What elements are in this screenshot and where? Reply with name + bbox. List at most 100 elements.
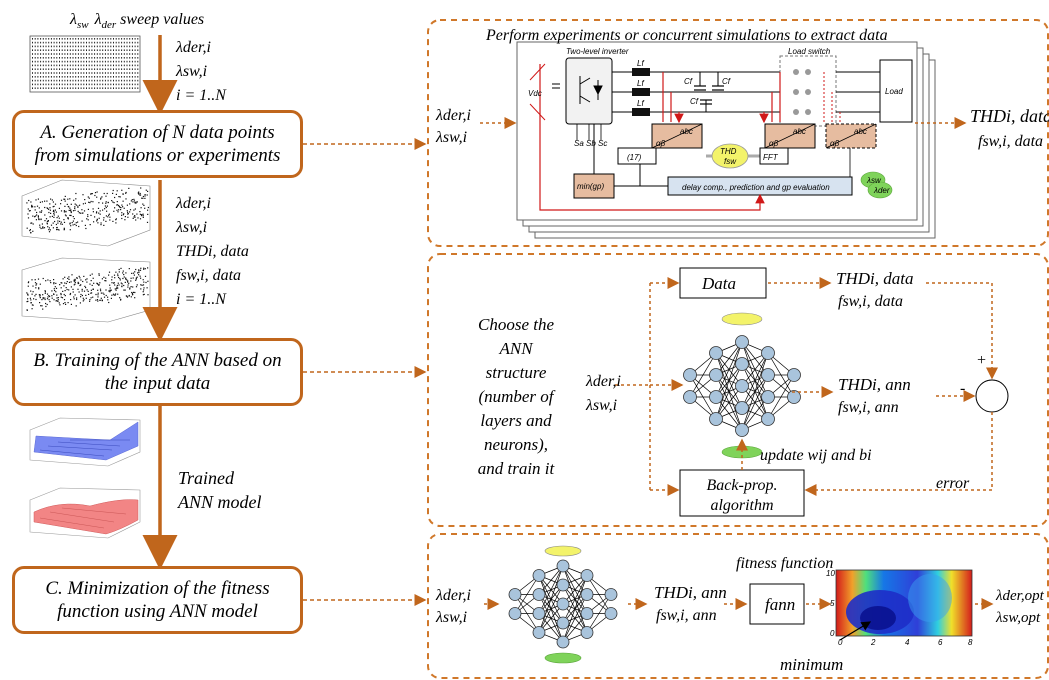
vars2-thd: THDi, data [176, 243, 249, 260]
neuron [735, 335, 749, 349]
neuron [787, 390, 801, 404]
hm-tick-y2: 0 [830, 629, 835, 638]
abc-label-3: abc [854, 127, 867, 136]
hm-tick-y1: 5 [830, 599, 835, 608]
ann-network-b [683, 312, 801, 459]
svg-text:structure: structure [486, 363, 547, 382]
ab-label-3: αβ [830, 139, 840, 148]
data-label: Data [701, 274, 736, 293]
hm-tick-y0: 10 [826, 569, 835, 578]
fitness-heatmap [835, 569, 973, 641]
fann-box [749, 583, 805, 625]
neuron [735, 379, 749, 393]
step-c-line2: function using ANN model [57, 601, 258, 622]
panel-a-input-lsw: λsw,i [435, 129, 467, 146]
neuron [787, 368, 801, 382]
input-bias-node [544, 652, 582, 664]
ab-label-1: αβ [656, 139, 666, 148]
neuron [532, 626, 546, 639]
fsw-small-label: fsw [724, 157, 737, 166]
plus-sign: + [976, 352, 987, 369]
vars2-lsw: λsw,i [175, 219, 207, 236]
abc-label-2: abc [793, 127, 806, 136]
panel-a-title: Perform experiments or concurrent simula… [485, 27, 888, 44]
thd-small-label: THD [720, 147, 737, 156]
inverter-label: Two-level inverter [566, 47, 629, 56]
panel-c-output-lder: λder,opt [995, 588, 1045, 604]
fsw-ann-surface-plot [29, 487, 141, 539]
svg-text:and train it: and train it [478, 459, 556, 478]
svg-text:neurons),: neurons), [484, 435, 548, 454]
cf-label-1: Cf [684, 77, 693, 86]
hm-tick-x1: 2 [870, 638, 876, 647]
vars1-lsw: λsw,i [175, 63, 207, 80]
panel-a-frame [427, 19, 1049, 247]
eq17-label: (17) [627, 153, 642, 162]
neuron [709, 346, 723, 360]
hm-tick-x4: 8 [968, 638, 973, 647]
neuron [532, 588, 546, 601]
svg-text:ANN: ANN [498, 339, 534, 358]
data-out-thd: THDi, data [836, 269, 913, 288]
neuron [709, 368, 723, 382]
neuron [556, 559, 570, 573]
neuron [735, 401, 749, 415]
neuron [604, 607, 618, 620]
abc-label-1: abc [680, 127, 693, 136]
choose-text: Choose the ANN structure (number of laye… [478, 315, 556, 478]
neuron [604, 588, 618, 601]
sweep-dots [32, 38, 139, 89]
neuron [683, 368, 697, 382]
neuron [580, 588, 594, 601]
neuron [508, 607, 522, 620]
data-out-fsw: fsw,i, data [838, 293, 903, 310]
load-label: Load [885, 87, 903, 96]
panel-c-output-lsw: λsw,opt [995, 610, 1041, 626]
panel-b-input-lsw: λsw,i [585, 397, 617, 414]
hm-tick-x3: 6 [938, 638, 943, 647]
neuron [532, 607, 546, 620]
lsw-small-label: λsw [866, 176, 882, 185]
step-a-line1: A. Generation of N data points [40, 122, 275, 143]
lder-small-label: λder [873, 186, 890, 195]
fann-label: fann [765, 595, 795, 614]
neuron [556, 578, 570, 592]
data-box [679, 267, 767, 299]
neuron [556, 635, 570, 649]
step-c-line1: C. Minimization of the fitness [45, 578, 270, 599]
hm-tick-x0: 0 [838, 638, 843, 647]
min-gp-label: min(gp) [577, 182, 604, 191]
neuron [761, 346, 775, 360]
neuron [580, 626, 594, 639]
svg-text:Choose the: Choose the [478, 315, 554, 334]
switch-label-c: Sc [598, 139, 607, 148]
neuron [709, 390, 723, 404]
svg-text:layers and: layers and [480, 411, 552, 430]
neuron [683, 390, 697, 404]
neuron [580, 607, 594, 620]
minimum-arrow [839, 621, 872, 641]
sweep-grid-plot [29, 35, 141, 93]
vars2-fsw: fsw,i, data [176, 267, 241, 284]
panel-c-frame [427, 533, 1049, 679]
minus-sign: - [960, 380, 965, 397]
panel-a-output-thd: THDi, data [970, 106, 1049, 126]
load-switch-label: Load switch [788, 47, 831, 56]
vdc-label: Vdc [528, 89, 542, 98]
trained-label-2: ANN model [177, 492, 262, 512]
panel-a-output-fsw: fsw,i, data [978, 133, 1043, 150]
cf-label-3: Cf [690, 97, 699, 106]
neuron [508, 588, 522, 601]
panel-b-frame [427, 253, 1049, 527]
neuron [556, 597, 570, 611]
switch-label-b: Sb [586, 139, 596, 148]
panel-c-input-lsw: λsw,i [435, 609, 467, 626]
vars2-index: i = 1..N [176, 291, 227, 308]
step-b-line2: the input data [104, 373, 211, 394]
output-bias-node [544, 545, 582, 557]
neuron [761, 390, 775, 404]
ann-out-fsw: fsw,i, ann [838, 399, 899, 416]
